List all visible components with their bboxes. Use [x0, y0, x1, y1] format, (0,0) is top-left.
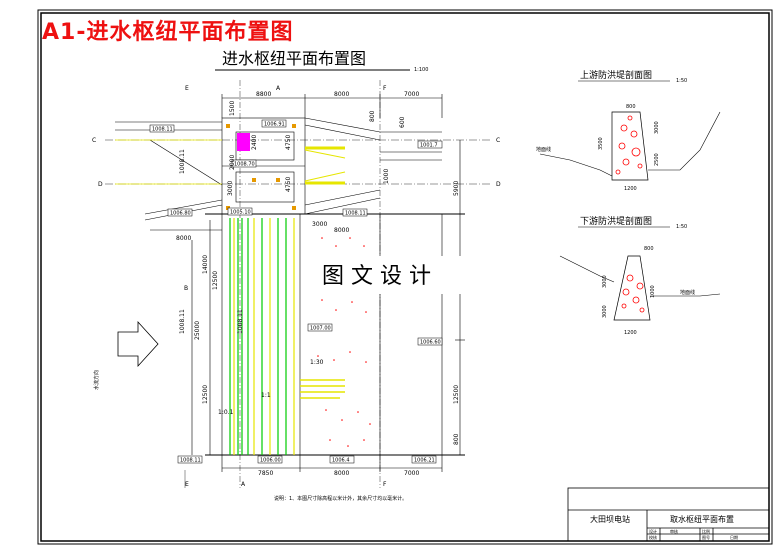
downstream-dim: 1200 — [624, 330, 637, 336]
dim-bottom: 7850 — [258, 470, 273, 477]
section-e-bottom: E — [185, 481, 189, 488]
watermark-bg — [316, 256, 472, 294]
elev-tag: 1008.11 — [152, 127, 173, 133]
dim-left: 14000 — [202, 255, 209, 274]
dim-inner: 2000 — [229, 155, 236, 170]
section-c-left: C — [92, 137, 96, 144]
dim-inner: 3000 — [227, 181, 234, 196]
titleblock-cell: 日期 — [730, 534, 738, 540]
upstream-ground-label: 地面线 — [536, 146, 551, 153]
elev-tag: 1001.7 — [420, 143, 438, 149]
upstream-section-title: 上游防洪堤剖面图 — [580, 69, 652, 81]
outer-frame — [37, 9, 773, 545]
dim-top: 7000 — [404, 91, 419, 98]
elev-tag: 1006.91 — [264, 122, 285, 128]
titleblock-cell: 校核 — [649, 534, 657, 540]
dim-right: 12500 — [453, 385, 460, 404]
elev-tag: 1006.60 — [420, 340, 441, 346]
dim-inner: 1008.11 — [179, 309, 186, 334]
elev-tag: 1007.00 — [310, 326, 331, 332]
dim-bottom: 8000 — [334, 470, 349, 477]
downstream-section-title: 下游防洪堤剖面图 — [580, 215, 652, 227]
dim-mid: 8000 — [334, 227, 349, 234]
downstream-section: 下游防洪堤剖面图 1:50 地面线 800 3000 3000 1000 120… — [559, 215, 721, 336]
upstream-section-scale: 1:50 — [676, 78, 687, 84]
title-block — [567, 487, 770, 542]
elev-tag: 1008.11 — [180, 458, 201, 464]
section-f-top: F — [383, 85, 387, 92]
downstream-section-scale: 1:50 — [676, 224, 687, 230]
slope-label: 1:0.1 — [218, 409, 234, 416]
section-a-bottom: A — [241, 481, 246, 488]
plan-colored-features — [115, 124, 371, 455]
elev-tag: 1008.11 — [345, 211, 366, 217]
upstream-dim: 2500 — [654, 153, 660, 166]
main-scale: 1:100 — [414, 67, 428, 73]
dim-left: 12500 — [202, 385, 209, 404]
titleblock-cell: 比例 — [702, 528, 710, 534]
elev-tag: 1006.4 — [332, 458, 350, 464]
dim-inner: 2400 — [251, 135, 258, 150]
dim-mid: 3000 — [312, 221, 327, 228]
dim-left: 12500 — [212, 271, 219, 290]
section-c-right: C — [496, 137, 500, 144]
dim-inner: 4750 — [285, 135, 292, 150]
inner-frame — [40, 12, 770, 542]
dim-left: 25000 — [194, 321, 201, 340]
dimension-texts: 8800 8000 7000 7850 8000 7000 3000 8000 … — [176, 91, 460, 477]
titleblock-cell: 图号 — [702, 534, 710, 540]
downstream-dim: 1000 — [650, 285, 656, 298]
downstream-dim: 3000 — [602, 305, 608, 318]
elev-tag: 1005.10 — [230, 210, 251, 216]
downstream-dim: 3000 — [602, 275, 608, 288]
slope-label: 1:30 — [310, 359, 324, 366]
downstream-ground-label: 地面线 — [680, 289, 695, 296]
dim-inner: 1008.11 — [179, 149, 186, 174]
downstream-dim: 800 — [644, 246, 654, 252]
dim-bottom: 7000 — [404, 470, 419, 477]
gate-room-magenta — [237, 133, 250, 151]
dim-inner: 600 — [399, 116, 406, 128]
dim-mid: 8000 — [176, 235, 191, 242]
dim-inner: 4750 — [285, 177, 292, 192]
upstream-dim: 1200 — [624, 186, 637, 192]
dim-top: 8800 — [256, 91, 271, 98]
elev-tag: 1006.00 — [260, 458, 281, 464]
upstream-dim: 3000 — [654, 121, 660, 134]
section-letters: C C D D A F A F E E B — [92, 85, 501, 488]
dim-inner: 1008.11 — [237, 309, 244, 334]
dim-inner: 800 — [369, 110, 376, 122]
upstream-section: 上游防洪堤剖面图 1:50 地面线 800 3000 3500 2500 120… — [536, 69, 721, 192]
drawing-badge: A1-进水枢纽平面布置图 — [42, 20, 294, 45]
section-d-right: D — [496, 181, 501, 188]
design-note: 说明：1、本图尺寸除高程以米计外，其余尺寸均以毫米计。 — [274, 495, 407, 502]
station-name: 大田坝电站 — [590, 514, 630, 524]
elevation-tags: 1008.11 1006.91 1008.70 1006.80 1005.10 … — [149, 119, 443, 464]
watermark-text: 图 文 设 计 — [322, 264, 431, 289]
section-a-top: A — [276, 85, 281, 92]
section-d-left: D — [98, 181, 103, 188]
elev-tag: 1006.80 — [170, 211, 191, 217]
section-b: B — [184, 285, 188, 292]
flow-label: 水流方向 — [93, 370, 100, 390]
drawing-name: 取水枢纽平面布置 — [670, 514, 734, 524]
slope-label: 1:1 — [261, 392, 271, 399]
section-e-top: E — [185, 85, 189, 92]
dim-inner: 1000 — [383, 169, 390, 184]
main-title: 进水枢纽平面布置图 — [222, 49, 366, 68]
dim-right: 800 — [453, 433, 460, 445]
flow-arrow: 水流方向 — [93, 320, 159, 390]
upstream-dim: 3500 — [598, 137, 604, 150]
dim-inner: 1500 — [229, 101, 236, 116]
upstream-dim: 800 — [626, 104, 636, 110]
dim-top: 8000 — [334, 91, 349, 98]
elev-tag: 1008.70 — [234, 162, 255, 168]
section-f-bottom: F — [383, 481, 387, 488]
elev-tag: 1006.21 — [414, 458, 435, 464]
titleblock-cell: 审核 — [670, 528, 678, 534]
titleblock-cell: 设计 — [649, 528, 657, 534]
dim-right: 5900 — [453, 181, 460, 196]
